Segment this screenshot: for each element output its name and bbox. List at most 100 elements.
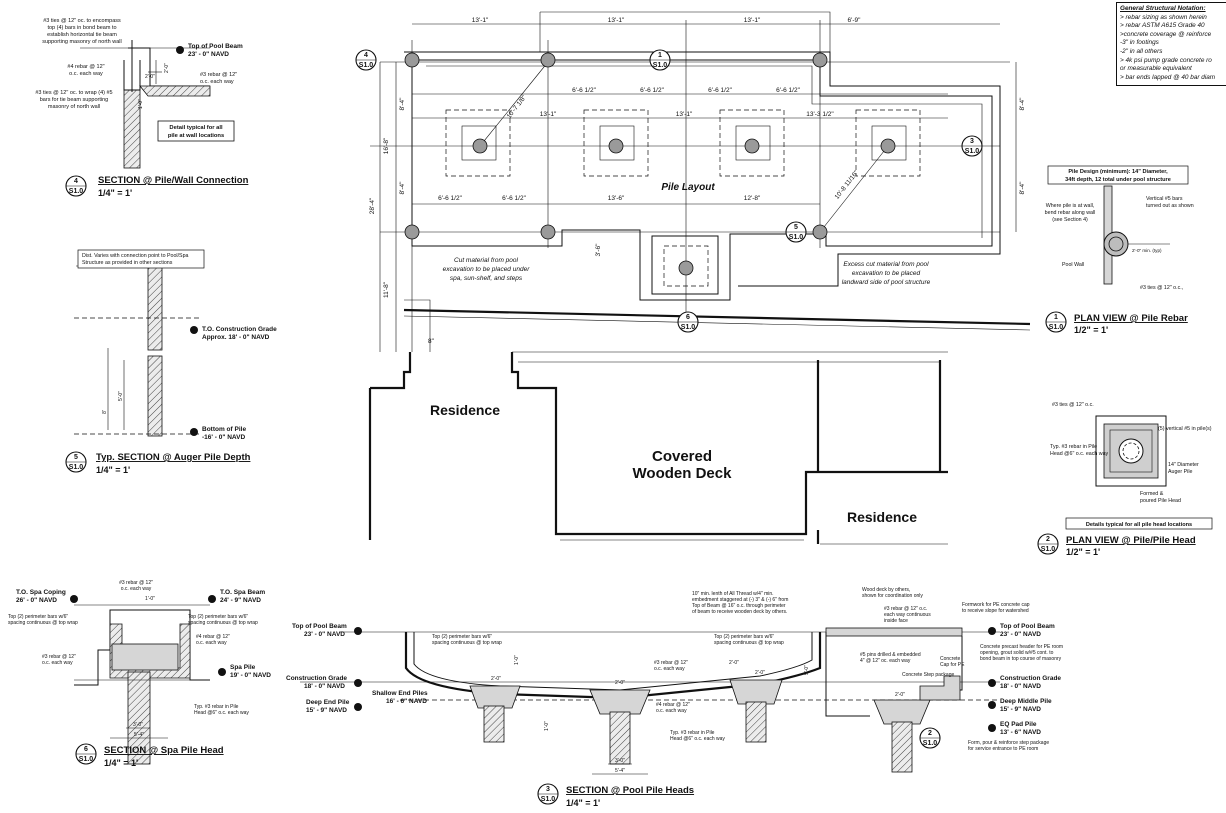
- sec2-scale: 1/2" = 1': [1066, 547, 1100, 557]
- sec6-beam-label: T.O. Spa Beam: [220, 589, 265, 596]
- plan-dim: 13'-1": [744, 17, 761, 24]
- callout-marker-6[interactable]: 6 S1.0: [677, 311, 699, 333]
- notation-line: or measurable equivalent: [1120, 65, 1192, 73]
- svg-text:S1.0: S1.0: [69, 464, 84, 471]
- svg-text:2: 2: [928, 730, 932, 737]
- sec3-note: Concrete: [940, 656, 961, 662]
- sec5-note: Dist. Varies with connection point to Po…: [82, 253, 189, 259]
- sec5-grade-label: T.O. Construction Grade: [202, 326, 277, 333]
- cut-note-right: landward side of pool structure: [842, 279, 931, 286]
- sec6-note: #4 rebar @ 12": [196, 634, 230, 640]
- sec3-note: Typ. #3 rebar in Pile: [670, 730, 715, 736]
- svg-text:2: 2: [1046, 536, 1050, 543]
- sec3-note: Cap for PE: [940, 662, 965, 668]
- sec4-note: masonry of north wall: [48, 104, 100, 110]
- elevation-marker-icon: [70, 595, 78, 603]
- sec3-note: Top of Beam @ 16" o.c. through perimeter: [692, 603, 786, 609]
- residence-right-label: Residence: [847, 509, 917, 525]
- sec3-level-label: Shallow End Piles: [372, 690, 428, 697]
- sec6-pile-label: Spa Pile: [230, 664, 256, 671]
- svg-text:4: 4: [74, 178, 78, 185]
- sec4-note: #4 rebar @ 12": [67, 64, 104, 70]
- sec3-level-value: 18' - 0" NAVD: [304, 683, 345, 690]
- sec3-note: spacing continuous @ top wrap: [432, 640, 502, 646]
- notation-line: > rebar ASTM A615 Grade 40: [1120, 22, 1205, 30]
- sec3-title-bubble[interactable]: 3 S1.0: [537, 783, 559, 805]
- cut-note-left: Cut material from pool: [454, 257, 518, 264]
- elevation-marker-icon: [218, 668, 226, 676]
- elevation-marker-icon: [208, 595, 216, 603]
- sec3-dim: 2'-0": [895, 692, 905, 698]
- sec1-pool-wall: Pool Wall: [1062, 262, 1084, 268]
- notation-title: General Structural Notation:: [1120, 5, 1206, 12]
- sec3-level-value: 16' - 6" NAVD: [386, 698, 427, 705]
- plan-dim-diagonal: 10'-8 11/16": [834, 169, 861, 201]
- sec3-note: Wood deck by others,: [862, 587, 910, 593]
- plan-dim: 6'-6 1/2": [438, 195, 462, 202]
- callout-marker-2[interactable]: 2 S1.0: [919, 727, 941, 749]
- svg-text:6: 6: [84, 746, 88, 753]
- elevation-marker-icon: [190, 428, 198, 436]
- section-1-drawing: [1103, 185, 1170, 285]
- sec1-note: bend rebar along wall: [1045, 210, 1096, 216]
- sec2-ties: #3 ties @ 12" o.c.: [1052, 402, 1094, 408]
- sec3-note: #5 pins drilled & embedded: [860, 652, 921, 658]
- sec4-title-bubble[interactable]: 4 S1.0: [65, 175, 87, 197]
- notation-line: >concrete coverage @ reinforce: [1120, 30, 1212, 38]
- sec2-formed: poured Pile Head: [1140, 498, 1181, 504]
- sec3-note: for service entrance to PE room: [968, 746, 1038, 752]
- sec3-dim: 2'-0": [729, 660, 739, 666]
- notation-line: > rebar sizing as shown herein: [1120, 13, 1207, 21]
- sec4-dim: 2'-0": [145, 74, 155, 80]
- sec6-note: #3 rebar @ 12": [119, 580, 153, 586]
- elevation-marker-icon: [988, 701, 996, 709]
- sec6-note: o.c. each way: [196, 640, 227, 646]
- callout-marker-4[interactable]: 4 S1.0: [355, 49, 377, 71]
- svg-text:S1.0: S1.0: [965, 148, 980, 155]
- plan-dim: 6'-6 1/2": [572, 87, 596, 94]
- sec3-level-label: Top of Pool Beam: [292, 623, 347, 630]
- sec3-level-label: Deep Middle Pile: [1000, 698, 1052, 705]
- callout-marker-1[interactable]: 1 S1.0: [649, 49, 671, 71]
- sec1-title: PLAN VIEW @ Pile Rebar: [1074, 313, 1188, 324]
- svg-text:3: 3: [970, 138, 974, 145]
- plan-dim: 13'-1": [472, 17, 489, 24]
- sec5-bottom-label: Bottom of Pile: [202, 426, 246, 433]
- pile-marker: [404, 52, 420, 68]
- sec6-note: Top (2) perimeter bars w/6": [188, 614, 248, 620]
- section-4-drawing: [80, 40, 211, 169]
- elevation-marker-icon: [988, 627, 996, 635]
- callout-marker-3[interactable]: 3 S1.0: [961, 135, 983, 157]
- sec6-coping-value: 26' - 0" NAVD: [16, 597, 57, 604]
- sec6-dim: 1'-0": [145, 596, 155, 602]
- residence-left-label: Residence: [430, 402, 500, 418]
- callout-marker-5[interactable]: 5 S1.0: [785, 221, 807, 243]
- sec6-note: Typ. #3 rebar in Pile: [194, 704, 239, 710]
- sec2-title: PLAN VIEW @ Pile/Pile Head: [1066, 535, 1196, 546]
- sec6-dim: 5'-4": [134, 732, 144, 738]
- sec5-title-bubble[interactable]: 5 S1.0: [65, 451, 87, 473]
- sec4-elev-value: 23' - 0" NAVD: [188, 51, 229, 58]
- sec5-bottom-value: -16' - 0" NAVD: [202, 434, 245, 441]
- sec6-note: Top (2) perimeter bars w/6": [8, 614, 68, 620]
- sec3-note: shown for coordination only: [862, 593, 923, 599]
- sec5-note-box: [77, 249, 205, 269]
- svg-text:S1.0: S1.0: [789, 234, 804, 241]
- sec1-ties: #3 ties @ 12" o.c.,: [1140, 285, 1183, 291]
- sec1-title-bubble[interactable]: 1 S1.0: [1045, 311, 1067, 333]
- sec1-design: Pile Design (minimum): 14" Diameter,: [1068, 169, 1168, 175]
- sec3-note: Concrete precast header for PE room: [980, 644, 1063, 650]
- sec2-title-bubble[interactable]: 2 S1.0: [1037, 533, 1059, 555]
- plan-dim: 6'-6 1/2": [640, 87, 664, 94]
- sec3-note: o.c. each way: [654, 666, 685, 672]
- notation-line: -3" in footings: [1120, 39, 1159, 47]
- sec6-pile-value: 19' - 0" NAVD: [230, 672, 271, 679]
- svg-text:1: 1: [658, 52, 662, 59]
- sec6-title-bubble[interactable]: 6 S1.0: [75, 743, 97, 765]
- sec3-note: 4" @ 12" oc. each way: [860, 658, 911, 664]
- sec3-note: Top (2) perimeter bars w/6": [432, 634, 492, 640]
- sec6-coping-label: T.O. Spa Coping: [16, 589, 66, 596]
- plan-dim: 8'-4": [1019, 97, 1026, 111]
